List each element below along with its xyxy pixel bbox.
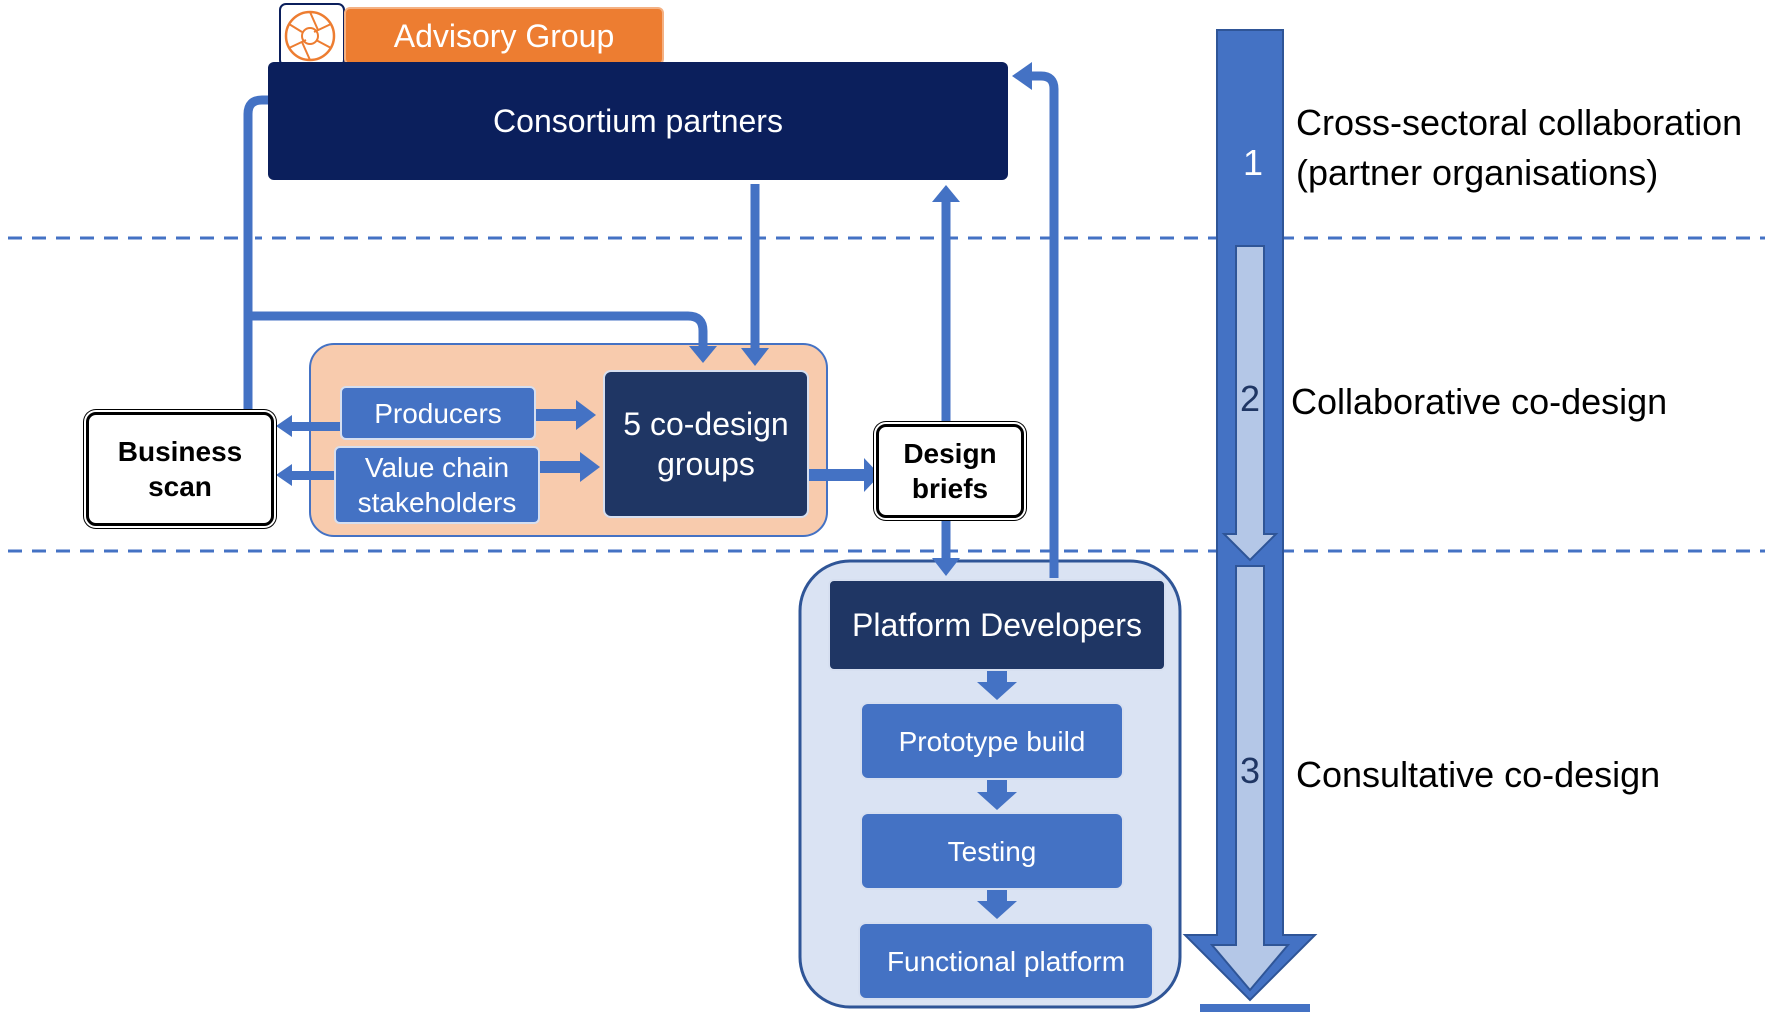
connector-valuechain-to-groups [538,461,582,473]
design-briefs-line-2: briefs [911,473,989,504]
business-scan-line-1: Business [117,436,243,467]
connector-groups-to-briefs [806,469,866,481]
arrow-testing-to-functional [977,889,1017,919]
stage-number-1: 1 [1242,142,1264,183]
arrowhead-to-developers [932,558,960,576]
stage-number-2: 2 [1239,378,1261,419]
platform-developers-box: Platform Developers [828,579,1166,671]
consortium-partners-box: Consortium partners [268,62,1008,180]
functional-platform-box: Functional platform [858,922,1154,1000]
arrowhead-valuechain-to-scan [276,464,292,486]
progression-arrow-inner-stage2 [1221,245,1279,562]
stage-number-3: 3 [1239,750,1261,791]
stage-label-1-line-2: (partner organisations) [1296,151,1659,193]
business-scan-box: Business scan [86,412,274,526]
progression-arrow-inner-stage3 [1209,565,1291,992]
arrowhead-to-groups-left [689,346,717,363]
advisory-group-label: Advisory Group [344,7,664,65]
connector-business-to-groups [248,311,708,348]
value-chain-line-2: stakeholders [357,487,517,518]
co-design-groups-box: 5 co-design groups [603,370,809,518]
arrowhead-valuechain-to-groups [580,452,600,482]
producers-box: Producers [340,386,536,440]
connector-developers-to-consortium [1028,71,1059,578]
arrowhead-producers-to-scan [276,415,292,437]
connector-producers-to-groups [534,409,578,421]
arrowhead-to-consortium-up [932,185,960,202]
value-chain-line-1: Value chain [364,452,510,483]
connector-valuechain-to-scan [292,471,336,480]
stage-label-3: Consultative co-design [1296,750,1660,800]
stage-label-1: Cross-sectoral collaboration (partner or… [1296,98,1742,197]
arrowhead-to-groups-top [741,348,769,366]
arrow-developers-to-prototype [977,670,1017,700]
testing-box: Testing [860,812,1124,890]
design-briefs-line-1: Design [903,438,997,469]
co-design-groups-line-1: 5 co-design [623,406,789,442]
stage-label-1-line-1: Cross-sectoral collaboration [1296,102,1743,143]
arrowhead-groups-to-briefs [864,458,880,492]
value-chain-stakeholders-box: Value chain stakeholders [334,446,540,524]
arrow-prototype-to-testing [977,780,1017,810]
design-briefs-box: Design briefs [876,424,1024,518]
progression-baseline [1200,1004,1310,1012]
stage-label-3-line-1: Consultative co-design [1296,754,1661,795]
aperture-icon [279,3,345,67]
stage-label-2-line-1: Collaborative co-design [1291,381,1668,422]
co-design-groups-line-2: groups [657,446,755,482]
business-scan-line-2: scan [148,471,212,502]
connector-producers-to-scan [292,422,342,431]
stage-label-2: Collaborative co-design [1291,377,1667,427]
arrowhead-producers-to-groups [576,400,596,430]
arrowhead-to-consortium-right [1012,62,1032,90]
prototype-build-box: Prototype build [860,702,1124,780]
